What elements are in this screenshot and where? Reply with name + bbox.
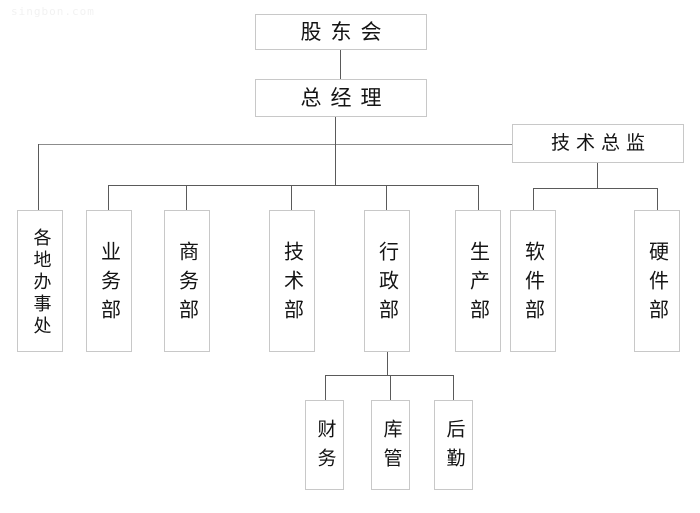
connector-department-bus — [108, 185, 478, 186]
node-commerce-dept[interactable]: 商务部 — [164, 210, 210, 352]
connector-stem-regional-offices — [38, 144, 39, 210]
node-shareholders[interactable]: 股东会 — [255, 14, 427, 50]
connector-administration-trunk — [387, 352, 388, 375]
connector-stem-technology-dept — [291, 185, 292, 210]
node-warehouse[interactable]: 库管 — [371, 400, 410, 490]
connector-stem-commerce-dept — [186, 185, 187, 210]
node-hardware-dept[interactable]: 硬件部 — [634, 210, 680, 352]
connector-gm-trunk-upper — [335, 117, 336, 145]
connector-technical-director-bus — [533, 188, 657, 189]
connector-stem-hardware-dept — [657, 188, 658, 210]
connector-administration-bus — [325, 375, 453, 376]
node-production-dept[interactable]: 生产部 — [455, 210, 501, 352]
connector-stem-finance — [325, 375, 326, 400]
connector-stem-administration-dept — [386, 185, 387, 210]
connector-technical-director-trunk — [597, 163, 598, 188]
node-general-manager[interactable]: 总经理 — [255, 79, 427, 117]
node-technical-director[interactable]: 技术总监 — [512, 124, 684, 163]
watermark-text: singbon.com — [11, 5, 95, 18]
node-technology-dept[interactable]: 技术部 — [269, 210, 315, 352]
connector-stem-production-dept — [478, 185, 479, 210]
node-logistics[interactable]: 后勤 — [434, 400, 473, 490]
connector-shareholders-to-gm — [340, 50, 341, 79]
connector-main-bus — [38, 144, 512, 145]
connector-stem-logistics — [453, 375, 454, 400]
node-finance[interactable]: 财务 — [305, 400, 344, 490]
connector-gm-trunk-lower — [335, 144, 336, 185]
node-software-dept[interactable]: 软件部 — [510, 210, 556, 352]
connector-stem-software-dept — [533, 188, 534, 210]
connector-stem-business-dept — [108, 185, 109, 210]
node-business-dept[interactable]: 业务部 — [86, 210, 132, 352]
connector-stem-warehouse — [390, 375, 391, 400]
node-regional-offices[interactable]: 各地办事处 — [17, 210, 63, 352]
node-administration-dept[interactable]: 行政部 — [364, 210, 410, 352]
